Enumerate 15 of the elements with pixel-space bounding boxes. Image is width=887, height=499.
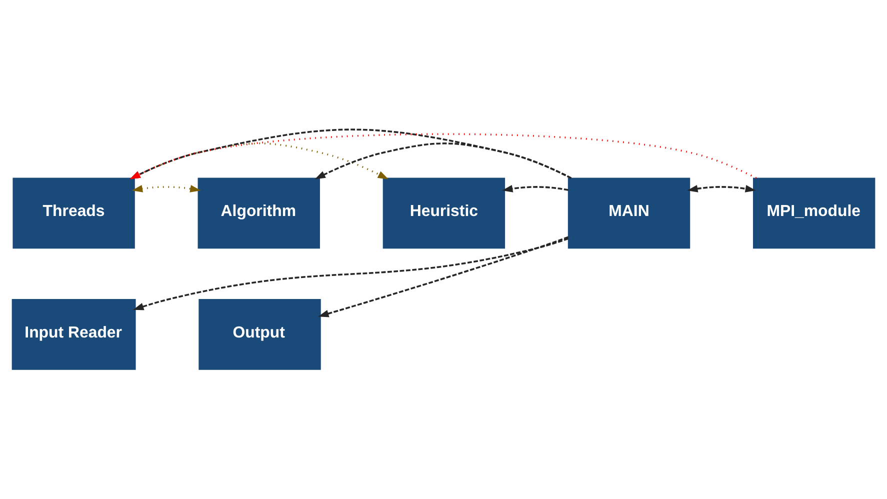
arrow [314, 142, 572, 180]
arrow [132, 185, 201, 192]
node-box: Heuristic [382, 178, 506, 249]
node-box: MPI_module [752, 178, 876, 249]
node-box: Algorithm [198, 178, 320, 249]
node-box: Output [198, 299, 321, 370]
arrow [133, 238, 568, 310]
arrow [687, 185, 756, 192]
arrow [502, 185, 568, 192]
node-box: Input Reader [12, 299, 136, 370]
arrow [318, 236, 569, 318]
arrow [130, 128, 572, 180]
arrow [130, 133, 757, 180]
node-box: MAIN [568, 178, 690, 249]
node-box: Threads [12, 178, 135, 249]
